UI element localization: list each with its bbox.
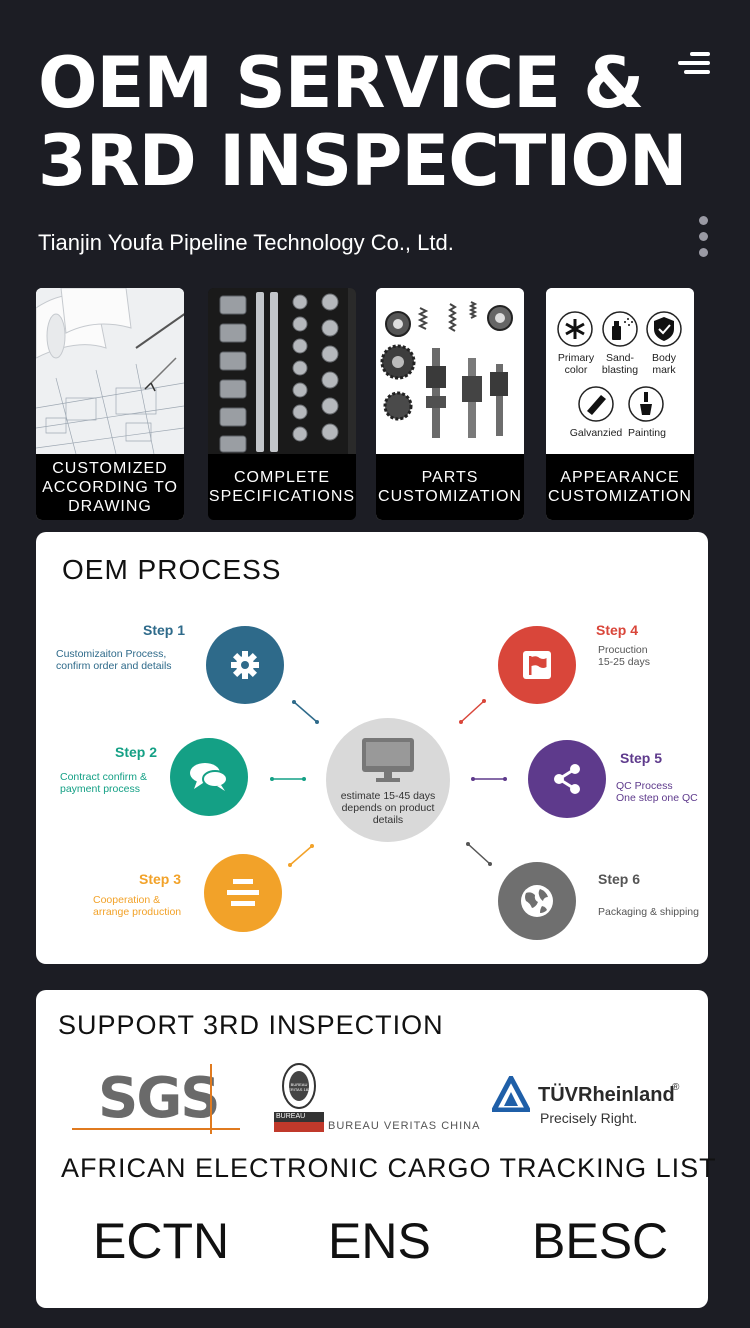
- caption-line: CUSTOMIZATION: [548, 488, 692, 505]
- more-options-icon[interactable]: [696, 216, 712, 260]
- pipe-icon: [578, 386, 614, 422]
- blueprint-image: [36, 288, 184, 455]
- step-5-circle: [528, 740, 606, 818]
- tool-set-image: [208, 288, 356, 454]
- caption-line: PARTS: [421, 469, 479, 486]
- step-6-circle: [498, 862, 576, 940]
- card-drawing[interactable]: CUSTOMIZED ACCORDING TO DRAWING: [36, 288, 184, 520]
- tracking-heading: AFRICAN ELECTRONIC CARGO TRACKING LIST: [61, 1153, 717, 1183]
- monitor-icon: [362, 738, 414, 782]
- tuv-triangle-icon: [492, 1076, 530, 1112]
- page-title: OEM SERVICE & 3RD INSPECTION: [38, 42, 688, 202]
- card-parts[interactable]: PARTS CUSTOMIZATION: [376, 288, 524, 520]
- step-2-desc: Contract confirm & payment process: [60, 771, 147, 795]
- list-lines-icon: [227, 879, 259, 906]
- oem-process-heading: OEM PROCESS: [62, 554, 282, 585]
- option-label: Body mark: [652, 352, 676, 376]
- step-desc-line: Packaging & shipping: [598, 906, 699, 918]
- tracking-item-ens: ENS: [328, 1213, 431, 1269]
- flag-icon: [523, 651, 551, 679]
- option-label: Primary color: [557, 352, 595, 376]
- caption-line: DRAWING: [68, 497, 152, 515]
- card-appearance[interactable]: Primary color Sand- blasting Body mark G…: [546, 288, 694, 520]
- tracking-item-ectn: ECTN: [93, 1213, 230, 1269]
- mechanical-parts-image: [376, 288, 524, 454]
- step-4-desc: Procuction 15-25 days: [598, 644, 650, 668]
- caption-line: ACCORDING TO: [42, 478, 178, 496]
- card-appearance-caption: APPEARANCE CUSTOMIZATION: [546, 454, 694, 520]
- title-line-1: OEM SERVICE &: [38, 42, 644, 124]
- caption-line: APPEARANCE: [560, 469, 680, 486]
- sgs-divider: [210, 1064, 212, 1134]
- step-desc-line: payment process: [60, 783, 140, 795]
- card-specifications-caption: COMPLETE SPECIFICATIONS: [208, 454, 356, 520]
- bv-seal: [274, 1063, 324, 1132]
- sgs-logo: SGS: [72, 1064, 242, 1136]
- asterisk-icon: [557, 311, 593, 347]
- process-center-circle: estimate 15-45 days depends on product d…: [326, 718, 450, 842]
- sgs-underline: [72, 1128, 240, 1130]
- step-desc-line: Cooperation &: [93, 894, 161, 906]
- chat-bubbles-icon: [190, 763, 228, 791]
- menu-icon[interactable]: [678, 52, 710, 78]
- gear-icon: [231, 651, 259, 679]
- card-parts-caption: PARTS CUSTOMIZATION: [376, 454, 524, 520]
- step-desc-line: 15-25 days: [598, 656, 650, 668]
- inspection-heading: SUPPORT 3RD INSPECTION: [58, 1010, 444, 1040]
- caption-line: CUSTOMIZATION: [378, 488, 522, 505]
- step-6-desc: Packaging & shipping: [598, 906, 699, 918]
- oem-process-panel: OEM PROCESS estimate 15-45 days depends …: [36, 532, 708, 964]
- step-desc-line: Contract confirm &: [60, 771, 147, 783]
- option-label: Painting: [628, 427, 666, 439]
- step-desc-line: confirm order and details: [56, 660, 172, 672]
- spray-icon: [602, 311, 638, 347]
- step-4-circle: [498, 626, 576, 704]
- tracking-item-besc: BESC: [532, 1213, 669, 1269]
- step-5-title: Step 5: [620, 750, 663, 766]
- step-3-title: Step 3: [139, 871, 182, 887]
- step-2-circle: [170, 738, 248, 816]
- title-line-2: 3RD INSPECTION: [38, 120, 688, 202]
- caption-line: CUSTOMIZED: [52, 459, 168, 477]
- bureau-veritas-logo: BUREAU VERITAS 1828 BUREAU BUREAU VERITA…: [274, 1062, 479, 1136]
- tuv-slogan: Precisely Right.: [540, 1110, 638, 1126]
- customization-cards: CUSTOMIZED ACCORDING TO DRAWING: [36, 288, 696, 520]
- step-desc-line: Customizaiton Process,: [56, 648, 167, 660]
- step-5-desc: QC Process One step one QC: [616, 780, 698, 804]
- caption-line: SPECIFICATIONS: [208, 488, 356, 505]
- step-desc-line: QC Process: [616, 780, 673, 792]
- tuv-name: TÜVRheinland: [538, 1084, 675, 1106]
- appearance-options: Primary color Sand- blasting Body mark G…: [546, 288, 694, 454]
- card-specifications[interactable]: COMPLETE SPECIFICATIONS: [208, 288, 356, 520]
- tuv-registered-mark: ®: [672, 1082, 680, 1093]
- bv-name: BUREAU VERITAS CHINA: [328, 1120, 481, 1132]
- bv-box-text: BUREAU: [276, 1113, 306, 1120]
- step-3-circle: [204, 854, 282, 932]
- globe-icon: [521, 885, 553, 917]
- process-duration-text: estimate 15-45 days depends on product d…: [340, 790, 436, 826]
- paint-bucket-icon: [628, 386, 664, 422]
- step-3-desc: Cooperation & arrange production: [93, 894, 181, 918]
- share-icon: [554, 764, 580, 794]
- company-name: Tianjin Youfa Pipeline Technology Co., L…: [38, 230, 454, 255]
- inspection-panel: SUPPORT 3RD INSPECTION SGS BUREAU VERITA…: [36, 990, 716, 1308]
- option-label: Galvanzied: [569, 427, 623, 439]
- step-4-title: Step 4: [596, 622, 639, 638]
- step-1-circle: [206, 626, 284, 704]
- step-desc-line: One step one QC: [616, 792, 698, 804]
- step-1-desc: Customizaiton Process, confirm order and…: [56, 648, 172, 672]
- step-6-title: Step 6: [598, 871, 641, 887]
- sgs-logo-text: SGS: [98, 1066, 221, 1131]
- badge-icon: [646, 311, 682, 347]
- caption-line: COMPLETE: [233, 469, 330, 486]
- step-desc-line: arrange production: [93, 906, 182, 918]
- process-connectors: [270, 699, 507, 867]
- option-label: Sand- blasting: [601, 352, 639, 376]
- tuv-rheinland-logo: TÜVRheinland ® Precisely Right.: [492, 1072, 692, 1132]
- bv-seal-text: BUREAU VERITAS 1828: [285, 1082, 313, 1092]
- card-drawing-caption: CUSTOMIZED ACCORDING TO DRAWING: [36, 454, 184, 520]
- step-1-title: Step 1: [143, 622, 186, 638]
- step-desc-line: Procuction: [598, 644, 648, 656]
- step-2-title: Step 2: [115, 744, 158, 760]
